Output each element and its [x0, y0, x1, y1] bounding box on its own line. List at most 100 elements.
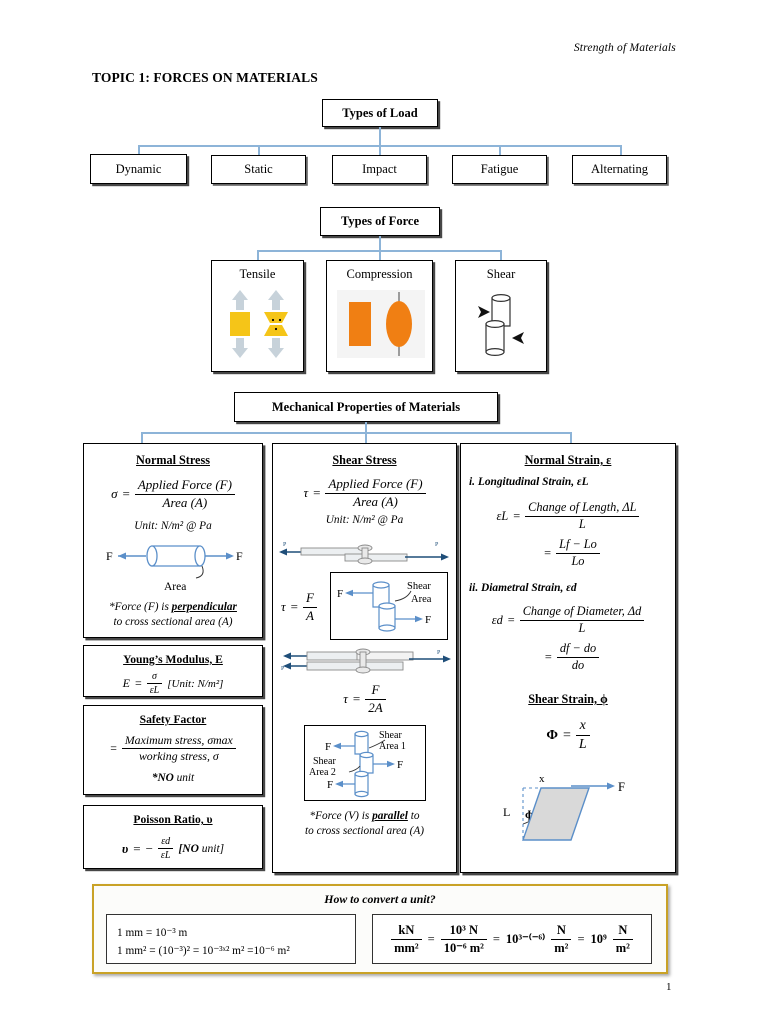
youngs-modulus-numerator: σ	[146, 670, 163, 684]
svg-text:F: F	[236, 549, 243, 563]
normal-strain-panel: Normal Strain, ε i. Longitudinal Strain,…	[460, 443, 676, 873]
shear-strain-equals: =	[562, 727, 571, 743]
diametral-strain-numerator: Change of Diameter, Δd	[519, 604, 645, 621]
connector-mech-stem	[365, 422, 367, 432]
types-of-force-title: Types of Force	[341, 214, 419, 228]
page-number: 1	[666, 981, 672, 993]
safety-factor-note-rest: unit	[176, 771, 195, 784]
diametral-strain-label: ii. Diametral Strain, εd	[469, 581, 577, 594]
convert-left-line-1: 1 mm = 10⁻³ m	[117, 927, 188, 939]
longitudinal-strain-label: i. Longitudinal Strain, εL	[469, 476, 589, 488]
diametral-strain-numerator2: df − do	[556, 641, 600, 658]
force-panel-tensile: Tensile	[211, 260, 304, 372]
diametral-strain-equals: =	[507, 612, 515, 627]
shear-stress-note-prefix: *Force (V) is	[309, 809, 373, 822]
force-panel-compression: Compression	[326, 260, 433, 372]
document-header: Strength of Materials	[573, 42, 676, 54]
convert-eq2: =	[492, 931, 500, 946]
mechanical-properties-title: Mechanical Properties of Materials	[271, 399, 461, 414]
poisson-ratio-equals: =	[133, 840, 141, 856]
normal-stress-unit: Unit: N/m² @ Pa	[134, 519, 212, 532]
youngs-modulus-heading: Young’s Modulus, E	[123, 653, 223, 666]
longitudinal-strain-numerator2: Lf − Lo	[556, 537, 600, 554]
convert-t2-num: 10³ N	[440, 922, 487, 940]
single-shear-numerator: F	[303, 590, 317, 608]
diametral-strain-formula-2: = df − do do	[461, 641, 675, 674]
normal-stress-formula: σ = Applied Force (F) Area (A)	[84, 477, 262, 512]
convert-t4-den: m²	[615, 940, 630, 955]
shear-stress-note-suffix: to cross sectional area (A)	[304, 825, 424, 838]
svg-text:L: L	[503, 805, 510, 819]
single-shear-area-line1: Shear	[407, 581, 431, 592]
connector-load-4	[499, 145, 501, 156]
connector-load-1	[138, 145, 140, 156]
types-of-force-title-box: Types of Force	[320, 207, 440, 236]
safety-factor-numerator: Maximum stress, σmax	[121, 733, 236, 750]
connector-mech-1	[141, 432, 143, 443]
poisson-ratio-numerator: εd	[157, 835, 174, 849]
double-shear-formula: τ = F 2A	[273, 682, 456, 717]
convert-t2-den: 10⁻⁶ m²	[443, 940, 484, 955]
connector-mech-bus	[141, 432, 571, 434]
normal-stress-panel: Normal Stress σ = Applied Force (F) Area…	[83, 443, 263, 638]
convert-t3-coef: 10³⁻⁽⁻⁶⁾	[505, 932, 546, 946]
shear-stress-numerator: Applied Force (F)	[325, 476, 426, 494]
svg-text:x: x	[539, 773, 545, 785]
load-item-static: Static	[211, 155, 306, 184]
load-item-impact-label: Impact	[362, 162, 397, 176]
youngs-modulus-denominator: εL	[149, 685, 160, 696]
shear-strain-formula: Φ = x L	[461, 717, 675, 754]
single-shear-denominator: A	[306, 607, 314, 623]
diametral-strain-formula: εd = Change of Diameter, Δd L	[461, 604, 675, 637]
svg-text:F: F	[327, 779, 333, 791]
shear-strain-denominator: L	[578, 737, 587, 753]
force-panel-compression-label: Compression	[346, 267, 413, 281]
convert-t3-den: m²	[554, 940, 569, 955]
convert-left-line-2: 1 mm² = (10⁻³)² = 10⁻³ˣ² m² =10⁻⁶ m²	[117, 945, 290, 958]
convert-t1-den: mm²	[394, 940, 419, 955]
convert-eq3: =	[577, 931, 585, 946]
connector-force-2	[379, 250, 381, 260]
normal-stress-heading: Normal Stress	[136, 453, 210, 467]
normal-stress-equals: =	[122, 486, 130, 502]
force-panel-tensile-label: Tensile	[239, 267, 276, 281]
longitudinal-strain-symbol: εL	[496, 508, 509, 523]
shear-stress-unit: Unit: N/m² @ Pa	[325, 513, 404, 526]
shear-stress-equals: =	[313, 485, 321, 501]
longitudinal-strain-equals: =	[513, 508, 521, 523]
normal-stress-symbol: σ	[111, 486, 118, 502]
svg-text:ɸ: ɸ	[525, 807, 534, 821]
load-item-static-label: Static	[244, 162, 273, 176]
convert-unit-title: How to convert a unit?	[324, 892, 436, 906]
svg-text:P: P	[281, 666, 285, 672]
shear-stress-note: *Force (V) is parallel to to cross secti…	[304, 809, 424, 838]
double-shear-bolt-joint-icon: P P	[273, 644, 456, 678]
svg-text:F: F	[425, 614, 431, 626]
safety-factor-equals: =	[110, 741, 117, 756]
connector-mech-2	[365, 432, 367, 443]
single-shear-area-line2: Area	[411, 594, 432, 605]
svg-text:P: P	[435, 542, 439, 548]
normal-stress-note-suffix: to cross sectional area (A)	[113, 616, 233, 629]
double-shear-area1-line2: Area 1	[379, 741, 406, 752]
connector-load-3	[379, 145, 381, 156]
double-shear-area2-line2: Area 2	[309, 767, 336, 778]
convert-left-card: 1 mm = 10⁻³ m 1 mm² = (10⁻³)² = 10⁻³ˣ² m…	[106, 914, 356, 964]
diametral-strain-denominator2: do	[571, 657, 585, 672]
svg-text:F: F	[337, 588, 343, 600]
load-item-dynamic-label: Dynamic	[115, 161, 162, 176]
connector-force-3	[500, 250, 502, 260]
longitudinal-strain-denominator2: Lo	[571, 553, 585, 568]
single-shear-equals: =	[290, 599, 298, 615]
single-shear-symbol: τ	[281, 599, 286, 615]
youngs-modulus-equals: =	[134, 676, 142, 690]
types-of-load-title: Types of Load	[342, 105, 418, 120]
shear-stress-denominator: Area (A)	[353, 493, 398, 509]
convert-right-formula: kN mm² = 10³ N 10⁻⁶ m² = 10³⁻⁽⁻⁶⁾ N m² =…	[391, 922, 633, 956]
shear-stress-panel: Shear Stress τ = Applied Force (F) Area …	[272, 443, 457, 873]
shear-stress-heading: Shear Stress	[332, 453, 397, 467]
normal-stress-note: *Force (F) is perpendicular to cross sec…	[84, 600, 262, 631]
normal-stress-note-prefix: *Force (F) is	[109, 601, 172, 614]
double-shear-numerator: F	[365, 682, 386, 700]
